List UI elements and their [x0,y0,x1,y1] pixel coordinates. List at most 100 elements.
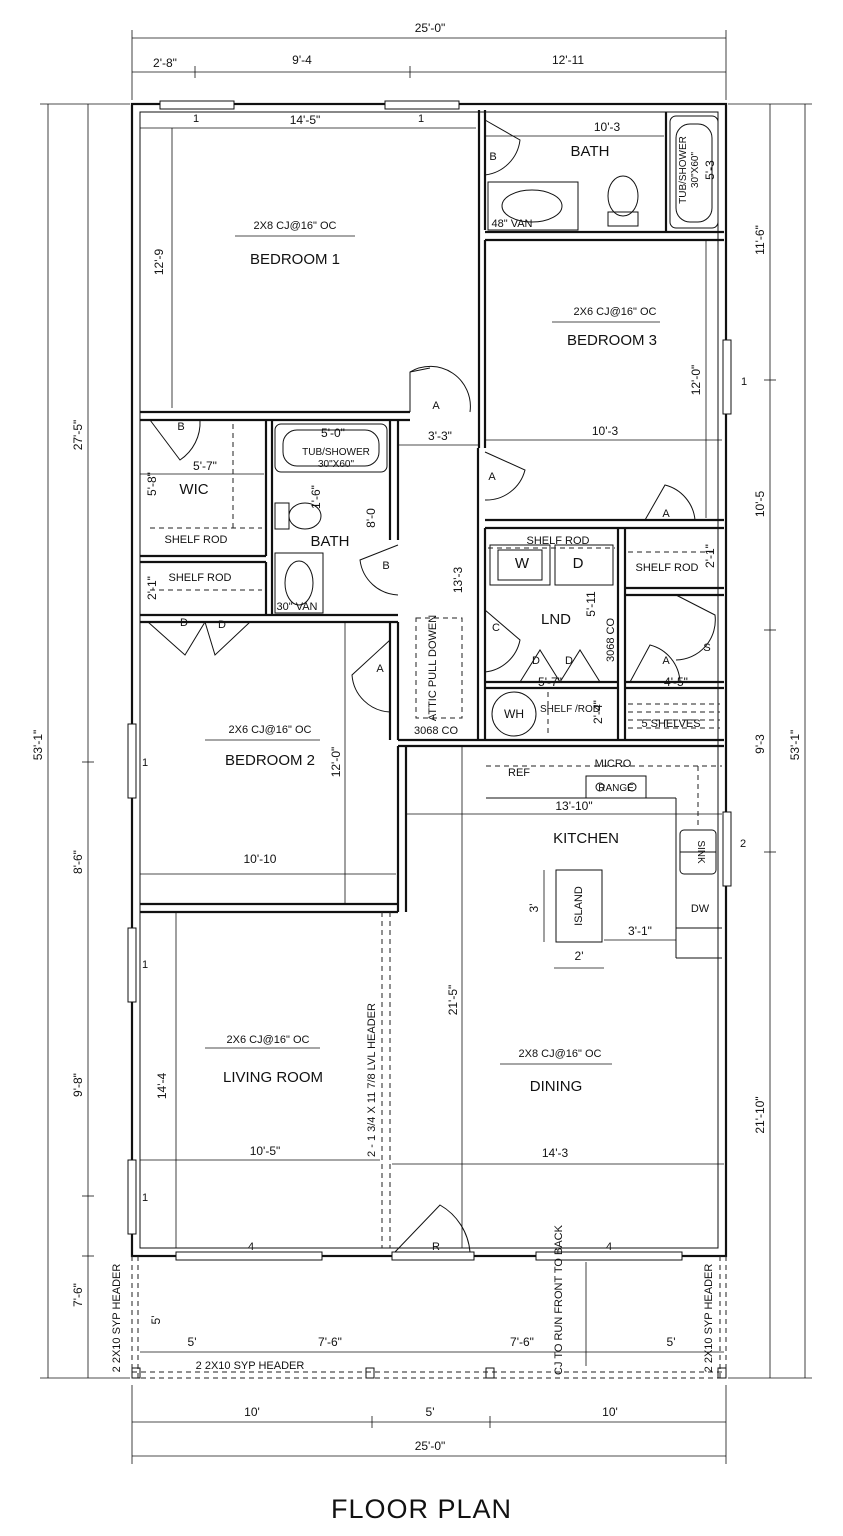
closet2-depth: 2'-1" [145,576,159,600]
bedroom1-label: BEDROOM 1 [250,251,340,268]
bedroom1-joist: 2X8 CJ@16" OC [254,220,337,232]
island-depth: 3' [527,904,541,913]
bedroom3-depth: 12'-0" [689,365,703,396]
living-depth: 14'-4 [155,1073,169,1100]
door-tag: B [382,560,389,572]
door-tag: D [180,617,188,629]
porch-depth: 5' [149,1316,163,1325]
interior-walls [140,110,724,914]
dining-depth: 21'-5" [446,985,460,1016]
window-tag: 1 [418,113,424,125]
dining-label: DINING [530,1078,583,1095]
laundry-width: 5'-7" [538,675,562,689]
right-total: 53'-1" [788,730,802,761]
window-tag: 4 [248,1241,254,1253]
closet2-shelf: SHELF ROD [169,572,232,584]
laundry-shelf: SHELF ROD [527,535,590,547]
door-tag: D [532,655,540,667]
island-label: ISLAND [573,886,585,926]
porch-seg-2: 7'-6" [318,1335,342,1349]
porch-seg-1: 5' [188,1335,197,1349]
kitchen-width: 13'-10" [555,799,592,813]
dw-label: DW [691,903,710,915]
range-label: RANGE [598,783,634,794]
door-tag: A [432,400,440,412]
living-width: 10'-5" [250,1144,281,1158]
bath-mid-tub: TUB/SHOWER [302,447,370,458]
kitchen-label: KITCHEN [553,830,619,847]
window-tag: 2 [740,838,746,850]
island-gap: 3'-1" [628,924,652,938]
bedroom2-width: 10'-10 [244,852,277,866]
dimension-text: 25'-0" 2'-8" 9'-4 12'-11 10' 5' 10' 25'-… [31,21,802,1453]
room-labels: BEDROOM 1 2X8 CJ@16" OC 14'-5" 12'-9 BAT… [111,113,717,1375]
island-width: 2' [575,949,584,963]
bottom-seg-1: 10' [244,1405,260,1419]
dryer-label: D [573,555,584,572]
attic-label: ATTIC PULL DOWEN [427,615,439,721]
lvl-header-label: 2 - 1 3/4 X 11 7/8 LVL HEADER [366,1003,378,1157]
bedroom3-joist: 2X6 CJ@16" OC [574,306,657,318]
bedroom1-depth: 12'-9 [152,249,166,276]
bath-top-vanity: 48" VAN [492,218,533,230]
porch-header-right: 2 2X10 SYP HEADER [703,1264,715,1373]
door-tag: D [218,619,226,631]
top-seg-3: 12'-11 [552,53,584,67]
wh-label: WH [504,707,524,721]
bath-mid-width: 5'-0" [321,426,345,440]
porch-header-left: 2 2X10 SYP HEADER [111,1264,123,1373]
bath-top-tub-dim: 5'-3 [703,160,717,180]
bath-top-width: 10'-3 [594,120,621,134]
door-tag: R [432,1241,440,1253]
window-tag: 1 [142,757,148,769]
bedroom2-joist: 2X6 CJ@16" OC [229,724,312,736]
pantry-width: 4'-5" [664,675,688,689]
pantry-shelves: 5 SHELVES [641,718,700,730]
lvl-header-beam [381,912,391,1248]
porch-seg-3: 7'-6" [510,1335,534,1349]
dining-joist: 2X8 CJ@16" OC [519,1048,602,1060]
hall-width: 3'-3" [428,429,452,443]
door-tag: B [177,421,184,433]
bottom-width: 25'-0" [415,1439,446,1453]
door-tag: A [376,663,384,675]
bottom-seg-3: 10' [602,1405,618,1419]
wic-shelf: SHELF ROD [165,534,228,546]
top-seg-1: 2'-8" [153,56,177,70]
left-seg-3: 7'-6" [71,1283,85,1307]
window-tag: 4 [606,1241,612,1253]
porch-seg-4: 5' [667,1335,676,1349]
bed3-closet-shelf: SHELF ROD [636,562,699,574]
door-tag: D [565,655,573,667]
bedroom1-width: 14'-5" [290,113,321,127]
wic-label: WIC [179,481,208,498]
hall-opening: 3068 CO [414,725,458,737]
window-tag: 1 [741,376,747,388]
dimension-lines [40,30,812,1464]
ref-label: REF [508,767,530,779]
bath-top-tub-size: 30"X60" [690,152,701,188]
bath-mid-label: BATH [311,533,350,550]
opening-tags: 1 1 1 1 1 1 2 4 4 A A A A A B B B C D D … [142,113,747,1253]
windows [127,100,732,1261]
fixtures [150,115,722,959]
wh-shelf: SHELF /ROD [540,704,600,715]
bedroom2-depth: 12'-0" [329,747,343,778]
right-seg-2: 10'-5 [753,491,767,518]
left-seg-2: 9'-8" [71,1073,85,1097]
page-title: FLOOR PLAN [330,1494,513,1524]
bed3-closet-depth: 2'-1" [703,544,717,568]
door-tag: A [662,508,670,520]
hall-length: 13'-3 [451,567,465,594]
bath-top-tub: TUB/SHOWER [678,136,689,204]
laundry-label: LND [541,611,571,628]
door-tag: A [488,471,496,483]
bath-mid-vanity: 30" VAN [277,601,318,613]
top-width: 25'-0" [415,21,446,35]
door-tag: C [492,622,500,634]
micro-label: MICRO [595,758,632,770]
washer-label: W [515,555,530,572]
sink-label: SINK [695,840,706,864]
door-swings [147,119,716,1253]
